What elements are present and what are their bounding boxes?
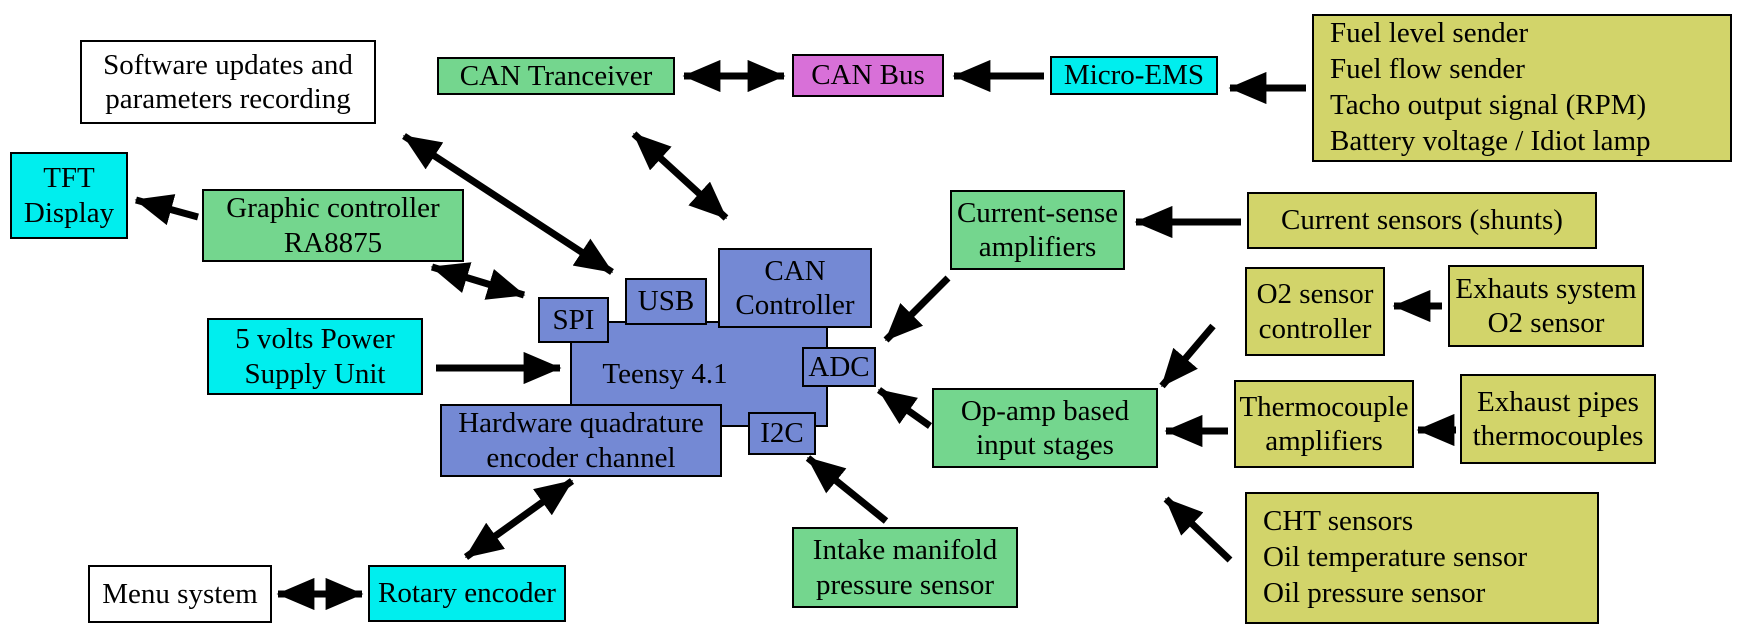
- node-exhaust-pipes-label: Exhaust pipes thermocouples: [1472, 385, 1644, 452]
- node-tft-display-label: TFT Display: [23, 162, 115, 229]
- node-o2-controller: O2 sensor controller: [1245, 267, 1385, 356]
- node-software-updates: Software updates and parameters recordin…: [80, 40, 376, 124]
- node-can-controller-label: CAN Controller: [735, 254, 855, 321]
- edge-rotary-hwquad-double-arrow: [463, 478, 575, 560]
- node-rotary-encoder: Rotary encoder: [368, 565, 566, 622]
- node-current-sensors-label: Current sensors (shunts): [1281, 204, 1563, 237]
- node-current-sense-amp: Current-sense amplifiers: [950, 190, 1125, 270]
- node-exhaust-o2-label: Exhauts system O2 sensor: [1455, 272, 1637, 339]
- node-thermo-amp-label: Thermocouple amplifiers: [1239, 390, 1409, 457]
- node-current-sensors: Current sensors (shunts): [1247, 192, 1597, 249]
- node-graphic-controller: Graphic controller RA8875: [202, 189, 464, 262]
- node-micro-ems-label: Micro-EMS: [1063, 59, 1205, 92]
- node-fuel-inputs-label: Fuel level sender Fuel flow sender Tacho…: [1330, 17, 1651, 157]
- node-can-transceiver: CAN Tranceiver: [437, 57, 675, 95]
- node-can-bus: CAN Bus: [792, 54, 944, 97]
- node-cht-inputs: CHT sensors Oil temperature sensor Oil p…: [1245, 492, 1599, 624]
- node-op-amp-label: Op-amp based input stages: [960, 394, 1130, 461]
- node-micro-ems: Micro-EMS: [1050, 56, 1218, 95]
- node-menu-system-label: Menu system: [102, 577, 258, 610]
- node-current-sense-amp-label: Current-sense amplifiers: [956, 196, 1119, 263]
- node-fuel-inputs: Fuel level sender Fuel flow sender Tacho…: [1312, 14, 1732, 162]
- node-hw-quadrature-label: Hardware quadrature encoder channel: [458, 407, 704, 474]
- node-intake-label: Intake manifold pressure sensor: [812, 534, 998, 601]
- edge-o2ctrl-opamp-arrow: [1159, 323, 1216, 389]
- node-software-updates-label: Software updates and parameters recordin…: [103, 48, 353, 115]
- node-hw-quadrature: Hardware quadrature encoder channel: [440, 404, 722, 477]
- node-can-bus-label: CAN Bus: [811, 59, 925, 92]
- node-can-controller: CAN Controller: [718, 248, 872, 328]
- node-usb: USB: [625, 278, 707, 325]
- node-spi-label: SPI: [552, 303, 595, 336]
- node-tft-display: TFT Display: [10, 152, 128, 239]
- edge-cht-opamp-arrow: [1163, 496, 1233, 563]
- node-rotary-encoder-label: Rotary encoder: [378, 577, 556, 610]
- node-thermo-amp: Thermocouple amplifiers: [1234, 380, 1414, 468]
- edge-gc-spi-double-arrow: [430, 262, 526, 300]
- node-adc-label: ADC: [808, 350, 870, 383]
- edge-csamp-adc-arrow: [883, 275, 951, 343]
- node-o2-controller-label: O2 sensor controller: [1256, 278, 1374, 345]
- node-psu: 5 volts Power Supply Unit: [207, 318, 423, 395]
- edge-intake-i2c-arrow: [805, 455, 889, 524]
- node-i2c: I2C: [748, 412, 816, 455]
- node-usb-label: USB: [637, 285, 695, 318]
- node-graphic-controller-label: Graphic controller RA8875: [226, 192, 440, 259]
- edge-opamp-adc-arrow: [876, 387, 933, 429]
- node-intake: Intake manifold pressure sensor: [792, 527, 1018, 608]
- node-exhaust-pipes: Exhaust pipes thermocouples: [1460, 374, 1656, 464]
- node-menu-system: Menu system: [88, 565, 272, 623]
- edge-gc-tft-arrow: [134, 194, 199, 226]
- node-exhaust-o2: Exhauts system O2 sensor: [1448, 265, 1644, 347]
- node-cht-inputs-label: CHT sensors Oil temperature sensor Oil p…: [1263, 505, 1528, 609]
- edge-software-usb-double-arrow: [402, 133, 614, 275]
- node-psu-label: 5 volts Power Supply Unit: [235, 323, 395, 390]
- edge-cantrans-canctrl-double-arrow: [631, 131, 729, 221]
- node-adc: ADC: [802, 347, 876, 387]
- node-teensy-label: Teensy 4.1: [602, 357, 728, 390]
- node-i2c-label: I2C: [760, 417, 804, 450]
- node-spi: SPI: [538, 297, 609, 343]
- node-op-amp: Op-amp based input stages: [932, 388, 1158, 468]
- node-can-transceiver-label: CAN Tranceiver: [459, 59, 653, 92]
